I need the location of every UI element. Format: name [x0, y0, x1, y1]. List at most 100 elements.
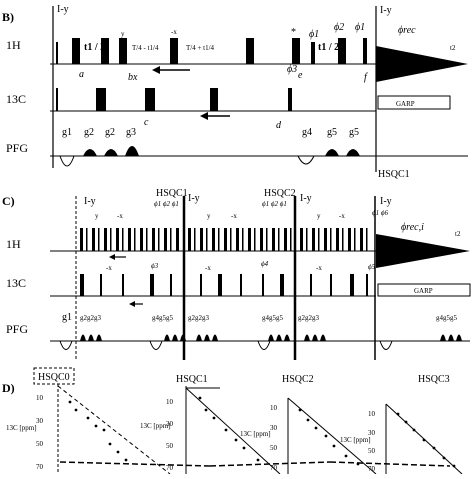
panel-c-h-pulse — [152, 228, 155, 251]
spectrum-peak — [224, 428, 228, 432]
spectrum-peak — [74, 408, 78, 412]
panel-c-gradient-lobe — [80, 334, 86, 341]
panel-c-gradient-lobe — [448, 334, 454, 341]
panel-c-phi-rec: ϕrec,i — [401, 222, 424, 233]
spectrum-0-tick: 70 — [36, 463, 44, 471]
panel-b-hsqc-end: HSQC1 — [378, 169, 410, 180]
spectrum-peak — [102, 428, 106, 432]
spectrum-peak — [198, 396, 202, 400]
panel-c-phases-block-1: ϕ1 ϕ2 ϕ1 — [154, 200, 179, 208]
spectrum-peak — [422, 438, 426, 442]
panel-b-phase-start: I-y — [57, 4, 69, 15]
spectrum-1-tick: 30 — [166, 420, 174, 428]
panel-b-h-pulse — [170, 38, 178, 64]
panel-c-gradient-lobe — [456, 334, 462, 341]
panel-c-h-pulse — [324, 228, 327, 251]
panel-c-c-pulse — [218, 274, 222, 296]
panel-b-point-c: c — [144, 117, 149, 128]
panel-c-garp: GARP — [414, 287, 433, 295]
panel-c-gradient: g4g5g5 — [262, 314, 284, 322]
panel-b-gradient-lobe — [83, 149, 97, 156]
panel-b-gradient: g2 — [105, 127, 115, 138]
panel-d-connector — [329, 461, 451, 467]
spectrum-3-axis-label: 13C [ppm] — [340, 436, 371, 444]
panel-c-c-pulse — [262, 274, 264, 296]
panel-c-h-pulse — [200, 228, 203, 251]
panel-b-gradient-lobe — [104, 149, 118, 156]
panel-b-pfg-channel-label: PFG — [6, 141, 28, 155]
spectrum-peak — [306, 418, 310, 422]
spectrum-2-tick: 50 — [270, 444, 278, 452]
panel-c-h-pulse — [278, 228, 280, 251]
panel-c-h-pulse — [290, 228, 292, 251]
panel-c-phi4: ϕ4 — [261, 260, 269, 268]
panel-b-gradient: g3 — [126, 127, 136, 138]
panel-b-h-pulse — [292, 38, 300, 64]
panel-b-h-pulse — [119, 38, 127, 64]
panel-c-gradient: g2g2g3 — [298, 314, 320, 322]
panel-c-gradient: g2g2g3 — [80, 314, 102, 322]
panel-c-phi3: ϕ3 — [151, 262, 159, 270]
panel-b-h-pulse — [338, 38, 346, 64]
panel-c-gradient-lobe — [379, 340, 393, 350]
spectrum-peak — [404, 420, 408, 424]
spectrum-2-axis-label: 13C [ppm] — [240, 430, 271, 438]
panel-c-h-pulse — [128, 228, 131, 251]
spectrum-peak — [86, 416, 90, 420]
panel-b-c-pulse — [96, 88, 106, 111]
panel-b-gradient: g1 — [62, 127, 72, 138]
panel-c-gradient-lobe — [304, 334, 310, 341]
panel-d-peaks — [68, 396, 456, 468]
panel-c-h-pulse — [158, 228, 160, 251]
spectrum-peak — [68, 400, 72, 404]
panel-c-h-pulse — [110, 228, 112, 251]
panel-b-point-a: a — [79, 69, 84, 80]
panel-c-c-pulse — [100, 274, 102, 296]
panel-c-h-pulse — [330, 228, 332, 251]
spectrum-peak — [432, 446, 436, 450]
spectrum-peak — [242, 446, 246, 450]
panel-c-garp-box — [377, 283, 471, 297]
panel-c-h-pulse — [248, 228, 251, 251]
spectrum-2-tick: 30 — [270, 424, 278, 432]
spectrum-peak — [298, 408, 302, 412]
panel-c-h-pulse-train — [80, 228, 368, 251]
spectrum-peak — [332, 444, 336, 448]
panel-c-h-pulse — [122, 228, 124, 251]
panel-c-fid — [376, 234, 470, 268]
panel-c-c-pulse — [240, 274, 242, 296]
panel-c-t2: t2 — [455, 230, 461, 238]
panel-c-c-pulse — [366, 274, 368, 296]
panel-c-i-y-3: I-y — [300, 193, 312, 204]
spectrum-peak — [356, 462, 360, 466]
panel-b-gradient-lobe — [59, 155, 75, 167]
spectrum-3-tick: 30 — [368, 429, 376, 437]
spectrum-peak — [124, 458, 128, 462]
spectrum-1-tick: 10 — [166, 398, 174, 406]
panel-c-h-pulse — [212, 228, 215, 251]
spectrum-2-tick: 10 — [270, 404, 278, 412]
spectrum-0-tick: 30 — [36, 417, 44, 425]
panel-c-h-pulse — [336, 228, 339, 251]
panel-c-h-pulse — [284, 228, 287, 251]
panel-c-gradient-lobe — [59, 340, 73, 350]
panel-c-gradient-lobe — [149, 340, 163, 350]
spectrum-0-axis-label: 13C [ppm] — [6, 424, 37, 432]
panel-b-h-pulse — [246, 38, 254, 64]
spectrum-peak — [94, 424, 98, 428]
panel-c-h-pulse — [170, 228, 172, 251]
panel-c-h-pulse — [98, 228, 100, 251]
panel-c-h-pulse — [146, 228, 148, 251]
panel-c-i-y: I-y — [84, 196, 96, 207]
panel-c-h-pulse — [306, 228, 308, 251]
panel-c-c-pulse-train — [80, 274, 368, 296]
panel-c-gradient: g4g5g5 — [436, 314, 458, 322]
spectrum-peak — [204, 408, 208, 412]
panel-c-h-channel-label: 1H — [6, 237, 21, 251]
spectrum-peak — [314, 426, 318, 430]
panel-c-gradient-lobes — [59, 334, 462, 350]
panel-b-arrow-head — [152, 66, 160, 74]
panel-c-phi-end: ϕ1 ϕ6 — [372, 209, 388, 217]
panel-c-gradient: g2g2g3 — [188, 314, 210, 322]
